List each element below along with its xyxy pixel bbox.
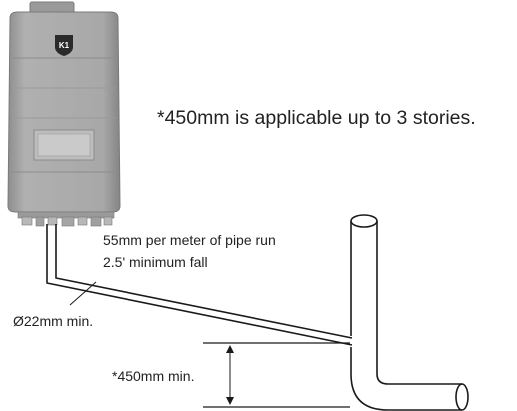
stories-note: *450mm is applicable up to 3 stories. — [157, 107, 476, 129]
svg-text:K1: K1 — [59, 41, 70, 50]
heater-body — [7, 11, 121, 213]
k1-logo-icon: K1 — [55, 35, 73, 56]
condensate-pipe — [46, 224, 353, 346]
bottom-fittings — [17, 211, 115, 227]
min-height-label: *450mm min. — [112, 368, 194, 384]
diameter-leader-line — [69, 281, 97, 306]
pipe-run-label: 55mm per meter of pipe run — [103, 232, 276, 248]
stack-top-opening — [350, 214, 378, 228]
height-dimension — [203, 342, 350, 408]
min-fall-label: 2.5' minimum fall — [103, 254, 208, 270]
pipe-diameter-label: Ø22mm min. — [13, 313, 93, 329]
drain-stack — [350, 214, 469, 411]
water-heater: K1 — [7, 1, 121, 227]
elbow-outlet-opening — [455, 383, 469, 411]
